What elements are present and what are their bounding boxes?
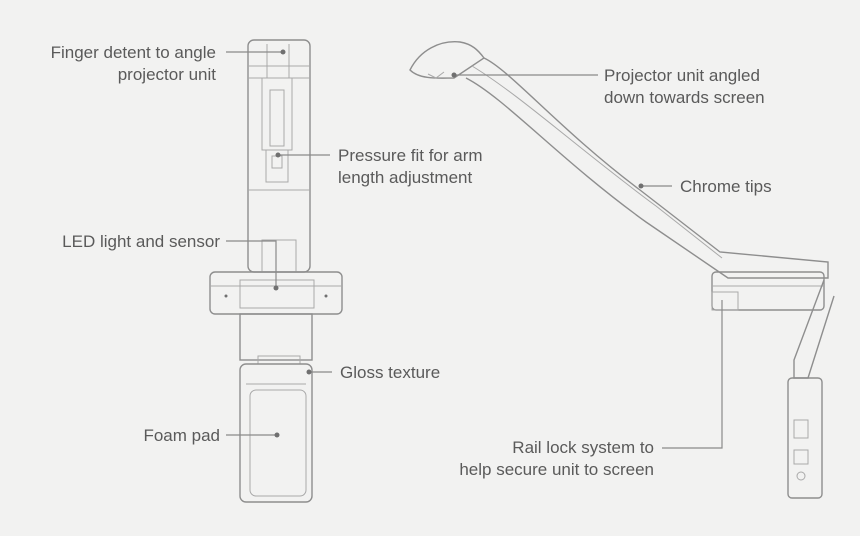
side-view-device (409, 41, 835, 499)
front-neck (239, 313, 313, 361)
callout-chrome-tips: Chrome tips (680, 176, 772, 198)
callout-text: projector unit (117, 65, 216, 84)
callout-text: help secure unit to screen (459, 460, 654, 479)
callout-pressure-fit: Pressure fit for arm length adjustment (338, 145, 483, 189)
callout-gloss: Gloss texture (340, 362, 440, 384)
callout-projector-angled: Projector unit angled down towards scree… (604, 65, 765, 109)
front-foot (239, 363, 313, 503)
callout-text: length adjustment (338, 168, 473, 187)
power-port (796, 471, 806, 481)
callout-text: down towards screen (604, 88, 765, 107)
rail-lock (711, 291, 739, 311)
side-projector-head (409, 41, 486, 79)
callout-text: LED light and sensor (62, 232, 220, 251)
callout-led: LED light and sensor (62, 231, 220, 253)
side-base (787, 377, 823, 499)
hdmi-port (793, 449, 809, 465)
callout-text: Chrome tips (680, 177, 772, 196)
foam-pad (249, 389, 307, 497)
side-arm (465, 57, 829, 279)
callout-finger-detent: Finger detent to angle projector unit (51, 42, 216, 86)
usb-port (793, 419, 809, 439)
callout-text: Projector unit angled (604, 66, 760, 85)
callout-text: Finger detent to angle (50, 43, 216, 62)
callout-text: Rail lock system to (512, 438, 654, 457)
callout-text: Gloss texture (340, 363, 441, 382)
pressure-fit-slider (265, 149, 289, 183)
callout-rail-lock: Rail lock system to help secure unit to … (459, 437, 654, 481)
side-clamp (711, 271, 825, 311)
leader-lines (226, 49, 723, 449)
callout-text: Foam pad (143, 426, 220, 445)
side-leg (793, 279, 835, 379)
callout-foam: Foam pad (143, 425, 220, 447)
callout-text: Pressure fit for arm (338, 146, 483, 165)
